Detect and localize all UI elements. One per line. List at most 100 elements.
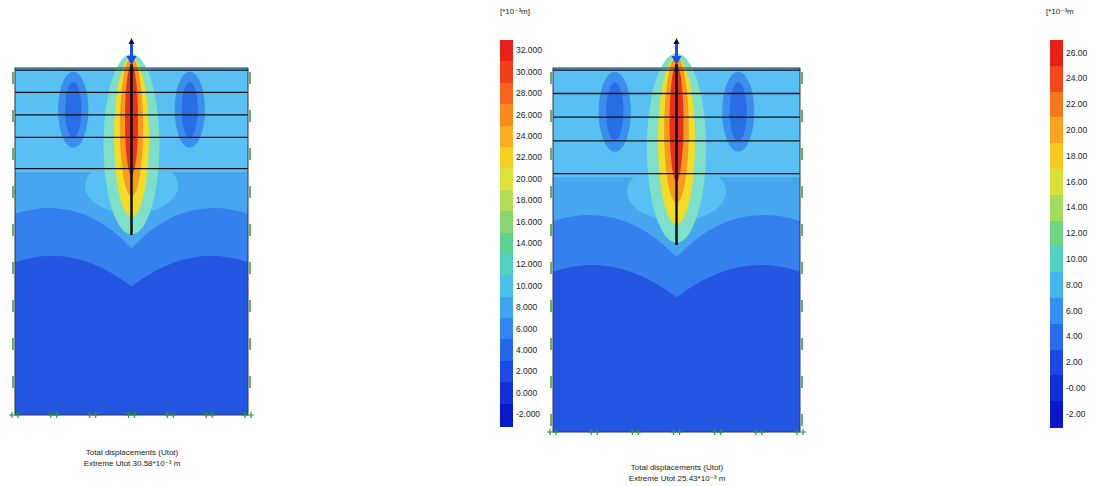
scale-value: -0.00 <box>1066 384 1085 393</box>
scale-swatch <box>500 61 513 84</box>
base-fixity <box>753 429 759 435</box>
base-fixity <box>671 429 677 435</box>
scale-value: 6.000 <box>516 325 537 334</box>
side-lobe <box>599 72 631 152</box>
scale-swatch <box>1050 169 1063 196</box>
scale-value: -2.00 <box>1066 410 1085 419</box>
scale-swatch <box>1050 221 1063 248</box>
base-fixity <box>170 412 176 418</box>
base-fixity <box>677 429 683 435</box>
scale-value: 12.00 <box>1066 229 1087 238</box>
side-fixity <box>12 262 14 274</box>
scale-swatch <box>500 83 513 106</box>
scale-value: 8.00 <box>1066 281 1083 290</box>
base-fixity <box>629 429 635 435</box>
side-fixity <box>12 376 14 388</box>
side-fixity <box>801 300 803 312</box>
base-fixity <box>547 429 553 435</box>
scale-value: 6.00 <box>1066 307 1083 316</box>
base-fixity <box>209 412 215 418</box>
base-fixity <box>800 429 806 435</box>
base-fixity <box>759 429 765 435</box>
scale-swatch <box>1050 246 1063 273</box>
scale-swatch <box>500 104 513 127</box>
scale-swatch <box>500 147 513 170</box>
scale-swatch <box>1050 350 1063 377</box>
scale-value: 26.00 <box>1066 49 1087 58</box>
scale-swatch <box>1050 375 1063 402</box>
base-fixity <box>588 429 594 435</box>
side-fixity <box>249 300 251 312</box>
side-fixity <box>12 300 14 312</box>
scale-value: 14.00 <box>1066 203 1087 212</box>
side-fixity <box>12 148 14 160</box>
plot-caption: Extreme Utot 30.58*10⁻³ m <box>84 460 181 469</box>
plot-caption: Total displacements (Utot) <box>631 464 723 473</box>
scale-value: 10.000 <box>516 282 542 291</box>
base-fixity <box>635 429 641 435</box>
scale-value: 18.00 <box>1066 152 1087 161</box>
scale-swatch <box>500 190 513 213</box>
plot-caption: Extreme Utot 25.43*10⁻³ m <box>629 475 726 484</box>
side-lobe <box>722 72 754 152</box>
scale-swatch <box>500 233 513 256</box>
side-fixity <box>550 376 552 388</box>
scale-swatch <box>500 318 513 341</box>
base-fixity <box>718 429 724 435</box>
scale-swatch <box>1050 143 1063 170</box>
side-lobe <box>58 71 88 147</box>
side-fixity <box>550 110 552 122</box>
side-fixity <box>249 376 251 388</box>
side-lobe-core <box>606 83 623 141</box>
scale-swatch <box>1050 40 1063 67</box>
scale-swatch <box>500 382 513 405</box>
side-lobe-core <box>65 82 81 138</box>
scale-swatch <box>1050 401 1063 428</box>
unit-label: [*10⁻³m] <box>500 8 530 17</box>
side-fixity <box>801 72 803 84</box>
side-lobe <box>175 71 205 147</box>
scale-value: 10.00 <box>1066 255 1087 264</box>
side-fixity <box>249 110 251 122</box>
base-fixity <box>794 429 800 435</box>
side-fixity <box>12 224 14 236</box>
pile <box>675 64 678 245</box>
load-marker <box>674 38 680 44</box>
side-fixity <box>801 110 803 122</box>
side-fixity <box>249 224 251 236</box>
side-lobe-core <box>730 83 747 141</box>
side-fixity <box>550 338 552 350</box>
side-fixity <box>12 72 14 84</box>
scale-value: 4.000 <box>516 346 537 355</box>
side-fixity <box>801 338 803 350</box>
scale-swatch <box>500 126 513 149</box>
base-fixity <box>54 412 60 418</box>
side-fixity <box>249 148 251 160</box>
side-fixity <box>249 186 251 198</box>
base-fixity <box>93 412 99 418</box>
base-fixity <box>248 412 254 418</box>
scale-value: 22.000 <box>516 153 542 162</box>
scale-swatch <box>500 40 513 63</box>
scale-swatch <box>1050 195 1063 222</box>
scale-swatch <box>500 361 513 384</box>
scale-value: 18.000 <box>516 196 542 205</box>
scale-swatch <box>500 404 513 427</box>
base-fixity <box>164 412 170 418</box>
unit-label: [*10⁻³m <box>1046 8 1074 17</box>
base-fixity <box>48 412 54 418</box>
scale-swatch <box>1050 298 1063 325</box>
scale-value: 26.000 <box>516 111 542 120</box>
base-fixity <box>87 412 93 418</box>
side-fixity <box>550 300 552 312</box>
scale-swatch <box>500 211 513 234</box>
load-arrow-head <box>127 56 137 65</box>
scale-swatch <box>1050 92 1063 119</box>
base-fixity <box>242 412 248 418</box>
side-fixity <box>12 110 14 122</box>
base-fixity <box>594 429 600 435</box>
side-lobe-core <box>182 82 198 138</box>
scale-swatch <box>500 254 513 277</box>
base-fixity <box>132 412 138 418</box>
